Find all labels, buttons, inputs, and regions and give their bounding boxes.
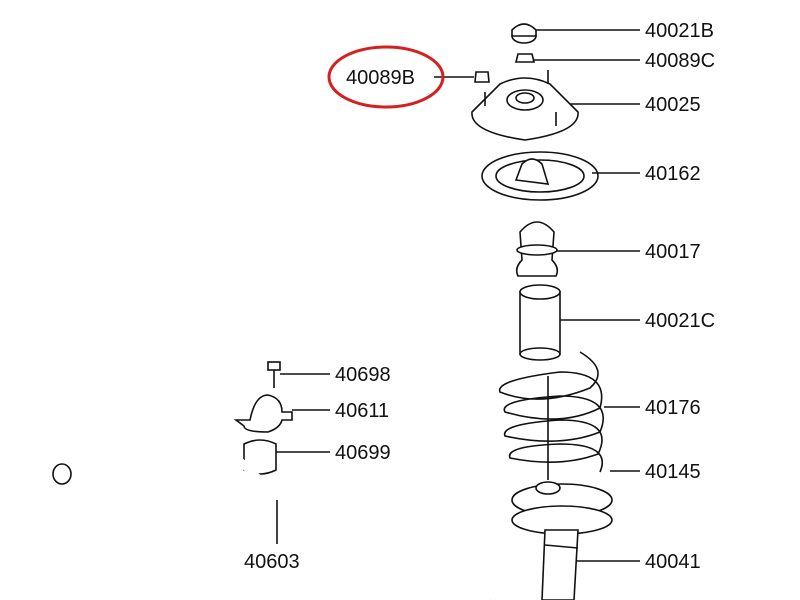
part-40698[interactable]: [267, 361, 281, 388]
part-40603[interactable]: [52, 437, 494, 600]
label-40017: 40017: [645, 241, 701, 263]
part-40089B[interactable]: [474, 71, 490, 83]
label-40611: 40611: [335, 400, 389, 422]
part-40611[interactable]: [233, 394, 293, 433]
label-40698: 40698: [335, 364, 391, 386]
label-40603: 40603: [244, 551, 300, 573]
part-40162[interactable]: [481, 151, 599, 201]
highlight-circle: [327, 45, 445, 109]
label-40021C: 40021C: [645, 310, 715, 332]
part-40021C[interactable]: [519, 284, 561, 361]
part-40017[interactable]: [515, 221, 559, 277]
part-40021B[interactable]: [511, 23, 537, 44]
part-40041[interactable]: [541, 529, 579, 600]
leader-lines: [276, 29, 640, 562]
label-40089B: 40089B: [346, 67, 415, 89]
label-40162: 40162: [645, 163, 701, 185]
part-40176[interactable]: [498, 351, 605, 480]
part-40025[interactable]: [471, 70, 579, 141]
label-40176: 40176: [645, 397, 701, 419]
label-40089C: 40089C: [645, 50, 715, 72]
part-40089C[interactable]: [514, 53, 536, 63]
label-40025: 40025: [645, 94, 701, 116]
label-40021B: 40021B: [645, 20, 714, 42]
label-40699: 40699: [335, 442, 391, 464]
label-40145: 40145: [645, 461, 701, 483]
label-40041: 40041: [645, 551, 701, 573]
part-40145[interactable]: [511, 481, 613, 535]
